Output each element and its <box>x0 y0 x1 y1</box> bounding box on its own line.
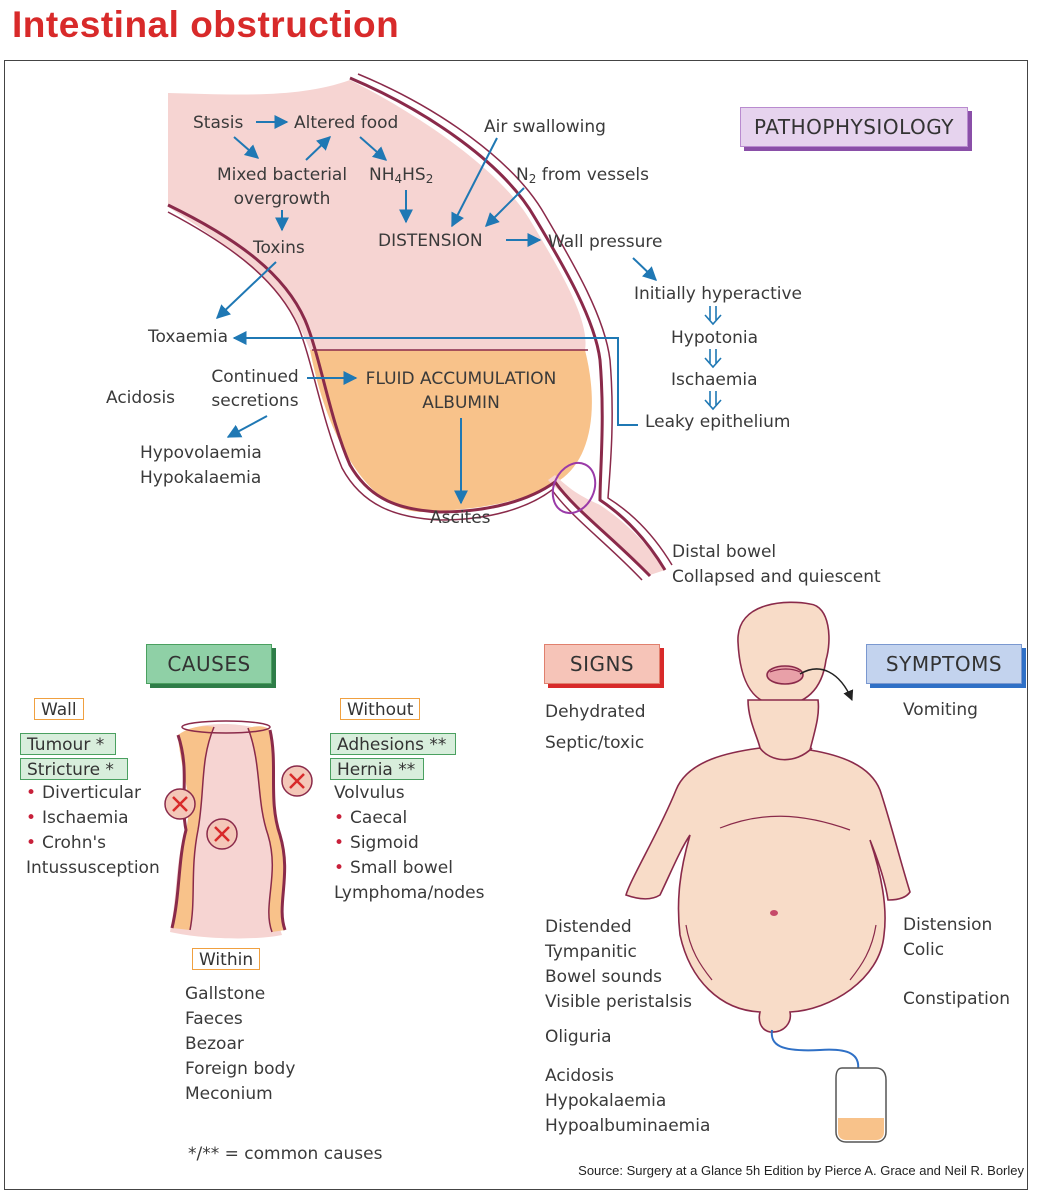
dilated-bowel-illustration <box>167 73 673 581</box>
without-label: Without <box>340 698 421 720</box>
label-continued: Continued <box>211 367 299 387</box>
without-causes-list: Volvulus Caecal Sigmoid Small bowel Lymp… <box>334 781 485 906</box>
label-fluid-accumulation: FLUID ACCUMULATION <box>365 369 557 389</box>
signs-header: SIGNS <box>544 644 660 684</box>
list-item: Ischaemia <box>26 806 160 831</box>
label-ischaemia: Ischaemia <box>671 370 758 390</box>
label-toxins: Toxins <box>253 238 305 258</box>
list-item: Gallstone <box>185 984 266 1004</box>
list-item: Lymphoma/nodes <box>334 883 485 903</box>
label-overgrowth: overgrowth <box>233 189 331 209</box>
within-causes-list: Gallstone Faeces Bezoar Foreign body Mec… <box>185 982 295 1107</box>
label-nh4hs2: NH4HS2 <box>369 165 434 186</box>
label-acidosis: Acidosis <box>106 388 176 408</box>
list-item: Distension <box>903 915 993 935</box>
label-constipation: Constipation <box>903 989 1011 1009</box>
obstruction-x-marks <box>164 765 313 850</box>
list-item: Distended <box>545 917 632 937</box>
label-wall-pressure: Wall pressure <box>548 232 663 252</box>
pathophysiology-arrows <box>215 115 658 505</box>
symptoms-abdomen-list: Distension Colic <box>903 913 992 963</box>
signs-abdomen-list: Distended Tympanitic Bowel sounds Visibl… <box>545 915 692 1015</box>
label-distension: DISTENSION <box>378 231 483 251</box>
label-hypotonia: Hypotonia <box>671 328 759 348</box>
list-item: Caecal <box>334 806 485 831</box>
source-credit: Source: Surgery at a Glance 5h Edition b… <box>578 1163 1024 1178</box>
list-item: Faeces <box>185 1009 243 1029</box>
list-item: Meconium <box>185 1084 273 1104</box>
tumour-tag: Tumour * <box>20 733 116 755</box>
list-item: Visible peristalsis <box>545 992 692 1012</box>
label-hypokalaemia: Hypokalaemia <box>140 468 262 488</box>
label-secretions: secretions <box>211 391 299 411</box>
wall-causes-list: Diverticular Ischaemia Crohn's Intussusc… <box>26 781 160 881</box>
double-arrows <box>704 306 722 411</box>
list-item: Sigmoid <box>334 831 485 856</box>
wall-label: Wall <box>34 698 84 720</box>
symptoms-header: SYMPTOMS <box>866 644 1022 684</box>
label-oliguria: Oliguria <box>545 1027 612 1047</box>
list-item: Small bowel <box>334 856 485 881</box>
list-item: Bowel sounds <box>545 967 663 987</box>
label-albumin: ALBUMIN <box>422 393 500 413</box>
label-n2-from-vessels: N2 from vessels <box>516 165 650 186</box>
causes-footnote: */** = common causes <box>188 1144 383 1164</box>
hernia-tag: Hernia ** <box>330 758 424 780</box>
list-item: Colic <box>903 940 945 960</box>
list-item: Hypokalaemia <box>545 1091 667 1111</box>
within-label: Within <box>192 948 261 970</box>
label-stasis: Stasis <box>193 113 244 133</box>
list-item: Bezoar <box>185 1034 244 1054</box>
causes-header: CAUSES <box>146 644 272 684</box>
list-item: Crohn's <box>26 831 160 856</box>
list-item: Hypoalbuminaemia <box>545 1116 711 1136</box>
diagram-frame <box>4 60 1028 1190</box>
label-ascites: Ascites <box>430 508 491 528</box>
list-item: Foreign body <box>185 1059 296 1079</box>
adhesions-tag: Adhesions ** <box>330 733 456 755</box>
list-item: Intussusception <box>26 858 160 878</box>
list-item: Dehydrated <box>545 702 646 722</box>
label-vomiting: Vomiting <box>903 700 978 720</box>
label-toxaemia: Toxaemia <box>148 327 229 347</box>
obstructed-segment-illustration <box>164 720 313 939</box>
list-item: Acidosis <box>545 1066 615 1086</box>
signs-general-list: Dehydrated Septic/toxic <box>545 697 646 759</box>
stricture-tag: Stricture * <box>20 758 128 780</box>
label-mixed-bacterial: Mixed bacterial <box>216 165 348 185</box>
label-collapsed-quiescent: Collapsed and quiescent <box>672 567 881 587</box>
patient-illustration <box>625 601 911 1143</box>
list-item: Volvulus <box>334 783 405 803</box>
pathophysiology-header: PATHOPHYSIOLOGY <box>740 107 968 147</box>
label-altered-food: Altered food <box>294 113 399 133</box>
page-title: Intestinal obstruction <box>12 4 400 45</box>
list-item: Tympanitic <box>545 942 637 962</box>
list-item: Diverticular <box>26 781 160 806</box>
label-initially-hyperactive: Initially hyperactive <box>634 284 802 304</box>
label-air-swallowing: Air swallowing <box>484 117 606 137</box>
label-leaky-epithelium: Leaky epithelium <box>645 412 791 432</box>
label-distal-bowel: Distal bowel <box>672 542 777 562</box>
label-hypovolaemia: Hypovolaemia <box>140 443 262 463</box>
list-item: Septic/toxic <box>545 733 645 753</box>
signs-lab-list: Acidosis Hypokalaemia Hypoalbuminaemia <box>545 1064 710 1139</box>
